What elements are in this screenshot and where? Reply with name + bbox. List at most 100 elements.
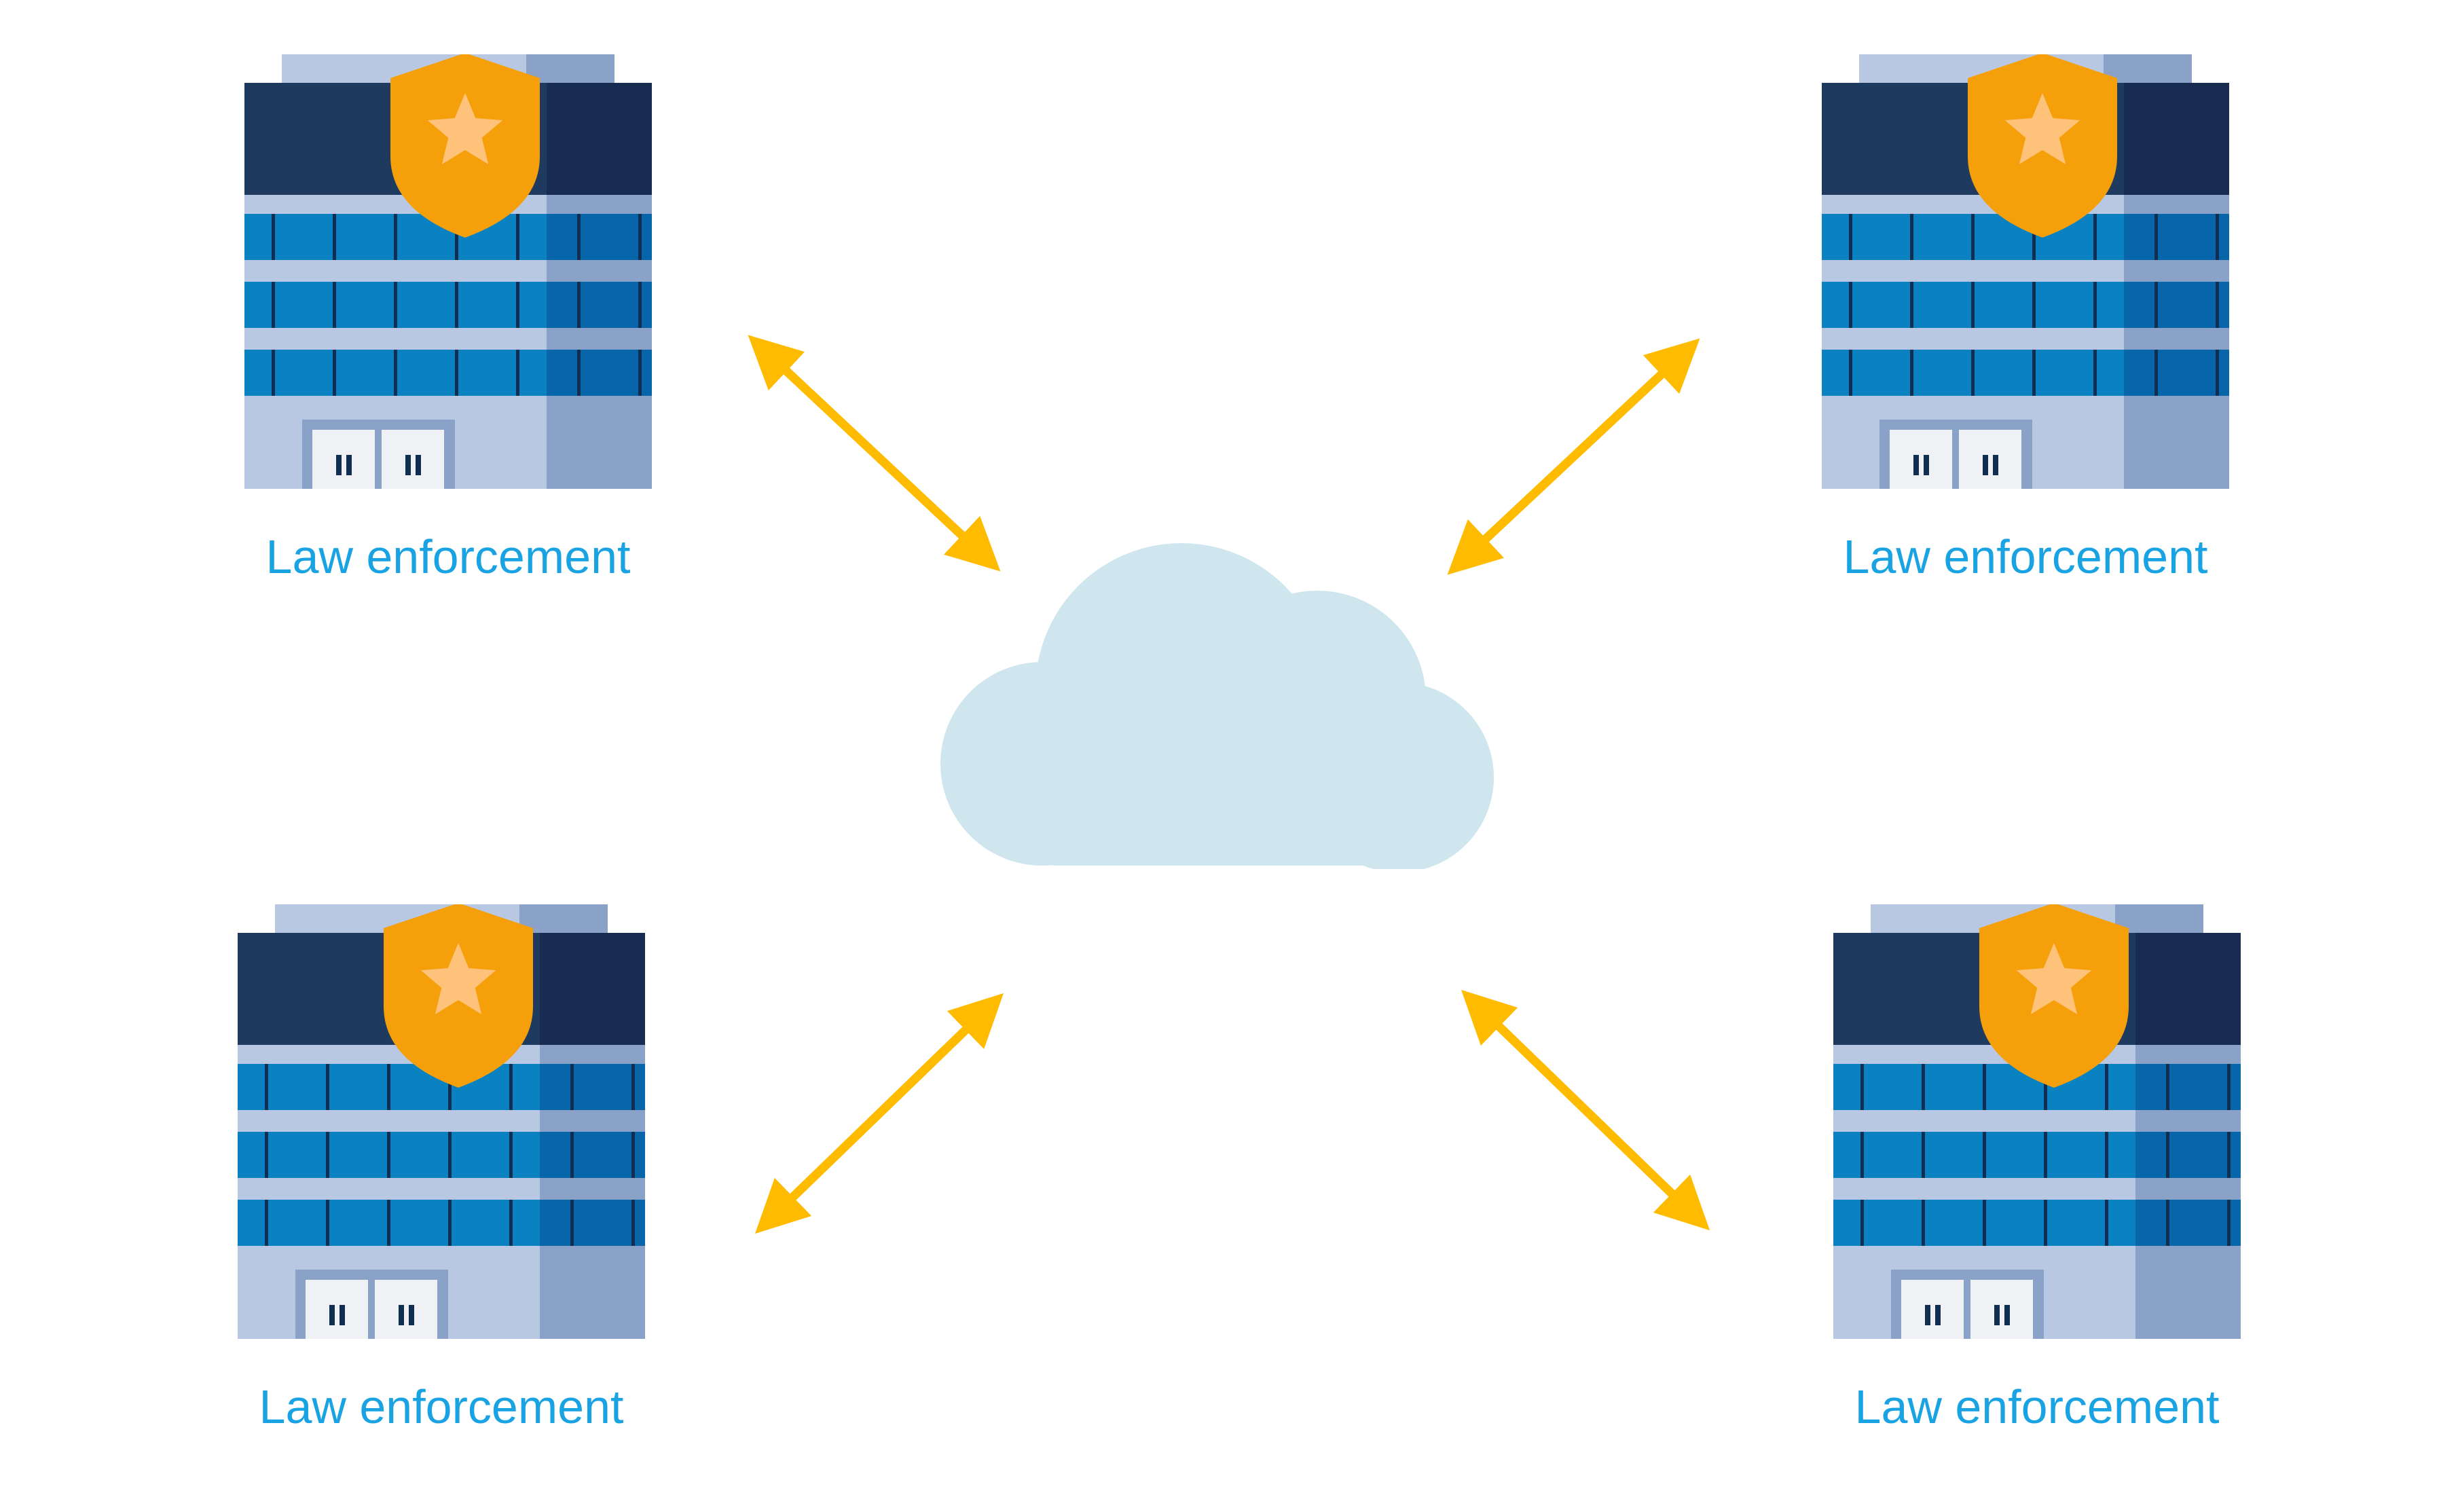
window-divider [509,1064,513,1110]
door-handle [336,455,342,475]
door-handle [340,1305,345,1325]
window-divider [2154,214,2158,260]
police-building-icon [1822,54,2229,489]
window-divider [570,1064,574,1110]
window-divider [2093,282,2097,328]
door-handle [416,455,421,475]
window-divider [2044,1132,2047,1178]
window-divider [455,214,458,260]
door-handle [399,1305,404,1325]
window-divider [272,350,275,396]
window-divider [326,1200,329,1246]
window-divider [394,214,397,260]
window-divider [2154,350,2158,396]
star-icon [427,93,503,164]
building-roof-shade [2124,83,2229,195]
door-left [306,1280,368,1339]
door-right [1959,430,2021,489]
door-handle [1993,455,1998,475]
door-handle [329,1305,335,1325]
window-band-shade [547,214,652,260]
window-divider [570,1200,574,1246]
door-handle [346,455,352,475]
window-divider [333,350,336,396]
window-divider [326,1064,329,1110]
window-divider [2093,350,2097,396]
node-label: Law enforcement [259,1380,624,1433]
window-divider [638,214,642,260]
window-divider [448,1064,452,1110]
building-cap-shade [526,54,614,85]
window-divider [265,1132,268,1178]
arrow-cloud-top-left [748,335,1001,572]
cloud-icon [940,543,1494,872]
building-roof-shade [2135,933,2241,1045]
window-divider [1983,1064,1986,1110]
door-left [1901,1280,1964,1339]
door-handle [1925,1305,1930,1325]
window-band-shade [547,282,652,328]
window-divider [1910,214,1913,260]
window-divider [272,282,275,328]
window-divider [265,1064,268,1110]
door-left [1890,430,1952,489]
window-divider [1971,350,1975,396]
door-handle [2004,1305,2010,1325]
window-divider [387,1132,390,1178]
window-divider [455,350,458,396]
window-divider [1860,1132,1864,1178]
window-divider [2227,1132,2231,1178]
police-building-icon [1833,904,2241,1339]
window-divider [1849,214,1852,260]
node-bottom-right: Law enforcement [1820,904,2254,1433]
window-divider [638,350,642,396]
window-divider [394,350,397,396]
window-divider [509,1200,513,1246]
window-divider [387,1064,390,1110]
window-divider [2105,1064,2108,1110]
window-divider [1849,282,1852,328]
window-divider [2032,282,2036,328]
window-band-shade [540,1064,645,1110]
window-divider [2044,1064,2047,1110]
window-divider [2105,1200,2108,1246]
window-divider [631,1064,635,1110]
window-divider [448,1200,452,1246]
window-band-shade [2135,1200,2241,1246]
window-band-shade [2124,214,2229,260]
building-cap-shade [2104,54,2192,85]
window-divider [1922,1132,1925,1178]
window-band-shade [540,1200,645,1246]
window-divider [272,214,275,260]
window-band-shade [2124,282,2229,328]
window-divider [2216,350,2219,396]
window-divider [1860,1064,1864,1110]
building-cap-shade [519,904,608,935]
node-label: Law enforcement [1854,1380,2220,1433]
cloud-node [930,530,1521,872]
node-bottom-left: Law enforcement [224,904,659,1433]
window-divider [2166,1132,2169,1178]
window-divider [394,282,397,328]
window-divider [570,1132,574,1178]
door-handle [1983,455,1988,475]
star-icon [2004,93,2080,164]
door-right [375,1280,437,1339]
door-right [382,430,444,489]
window-divider [1860,1200,1864,1246]
building-roof-shade [547,83,652,195]
window-divider [2154,282,2158,328]
window-divider [2044,1200,2047,1246]
window-band-shade [547,350,652,396]
window-divider [1849,350,1852,396]
star-icon [2016,943,2092,1014]
window-band-shade [2135,1132,2241,1178]
window-divider [1971,214,1975,260]
node-top-right: Law enforcement [1808,54,2243,583]
window-divider [455,282,458,328]
window-divider [516,214,519,260]
window-divider [577,214,581,260]
window-divider [333,214,336,260]
window-band-shade [540,1132,645,1178]
